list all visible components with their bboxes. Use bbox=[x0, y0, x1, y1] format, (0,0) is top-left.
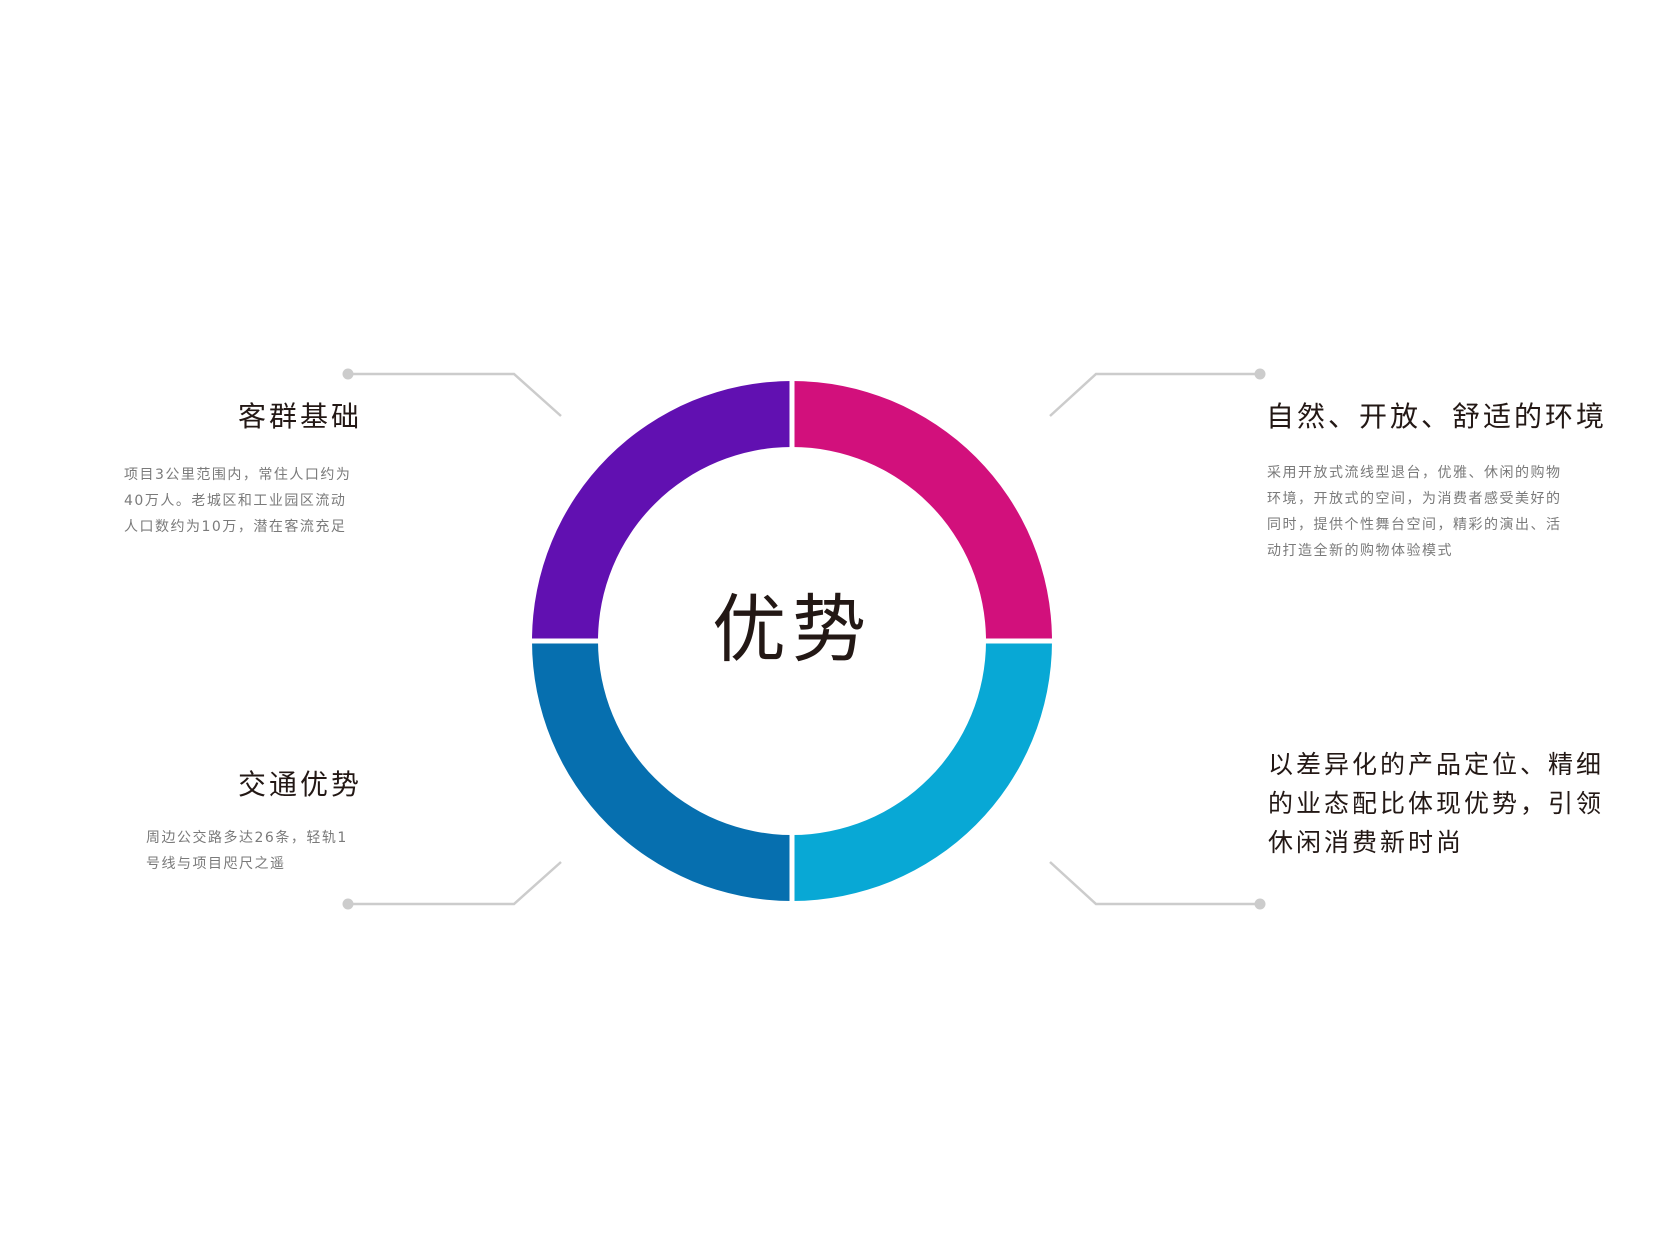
ring-divider-horizontal bbox=[526, 638, 1058, 644]
connector-top-right bbox=[1049, 372, 1260, 417]
connector-top-left bbox=[348, 372, 562, 417]
section-title-transport: 交通优势 bbox=[237, 768, 362, 801]
section-positioning-statement: 以差异化的产品定位、精细 的业态配比体现优势，引领 休闲消费新时尚 bbox=[1268, 745, 1604, 862]
body-line: 采用开放式流线型退台，优雅、休闲的购物 bbox=[1267, 465, 1562, 481]
connector-dot-top-right bbox=[1254, 368, 1266, 380]
center-title: 优势 bbox=[712, 587, 872, 673]
section-body-customer-base: 项目3公里范围内，常住人口约为 40万人。老城区和工业园区流动 人口数约为10万… bbox=[124, 462, 351, 540]
section-body-environment: 采用开放式流线型退台，优雅、休闲的购物 环境，开放式的空间，为消费者感受美好的 … bbox=[1267, 460, 1562, 564]
body-line: 周边公交路多达26条，轻轨1 bbox=[146, 830, 348, 846]
connector-bottom-left bbox=[348, 861, 562, 906]
section-body-transport: 周边公交路多达26条，轻轨1 号线与项目咫尺之遥 bbox=[146, 825, 348, 877]
body-line: 人口数约为10万，潜在客流充足 bbox=[124, 519, 347, 535]
statement-line: 以差异化的产品定位、精细 bbox=[1268, 750, 1605, 779]
body-line: 同时，提供个性舞台空间，精彩的演出、活 bbox=[1267, 517, 1562, 533]
section-title-customer-base: 客群基础 bbox=[237, 400, 362, 433]
body-line: 项目3公里范围内，常住人口约为 bbox=[124, 467, 352, 483]
connector-bottom-right bbox=[1049, 861, 1260, 906]
ring-segment-bottom-left bbox=[532, 641, 792, 901]
connector-dot-bottom-left bbox=[342, 898, 354, 910]
body-line: 环境，开放式的空间，为消费者感受美好的 bbox=[1267, 491, 1562, 507]
statement-line: 的业态配比体现优势，引领 bbox=[1268, 789, 1605, 818]
ring-segment-bottom-right bbox=[792, 641, 1052, 901]
ring-segment-top-left bbox=[532, 381, 792, 641]
connector-dot-top-left bbox=[342, 368, 354, 380]
body-line: 动打造全新的购物体验模式 bbox=[1267, 543, 1453, 559]
ring-segment-top-right bbox=[792, 381, 1052, 641]
body-line: 号线与项目咫尺之遥 bbox=[146, 856, 286, 872]
connector-dot-bottom-right bbox=[1254, 898, 1266, 910]
statement-line: 休闲消费新时尚 bbox=[1268, 828, 1465, 857]
body-line: 40万人。老城区和工业园区流动 bbox=[124, 493, 347, 509]
section-title-environment: 自然、开放、舒适的环境 bbox=[1266, 400, 1608, 433]
